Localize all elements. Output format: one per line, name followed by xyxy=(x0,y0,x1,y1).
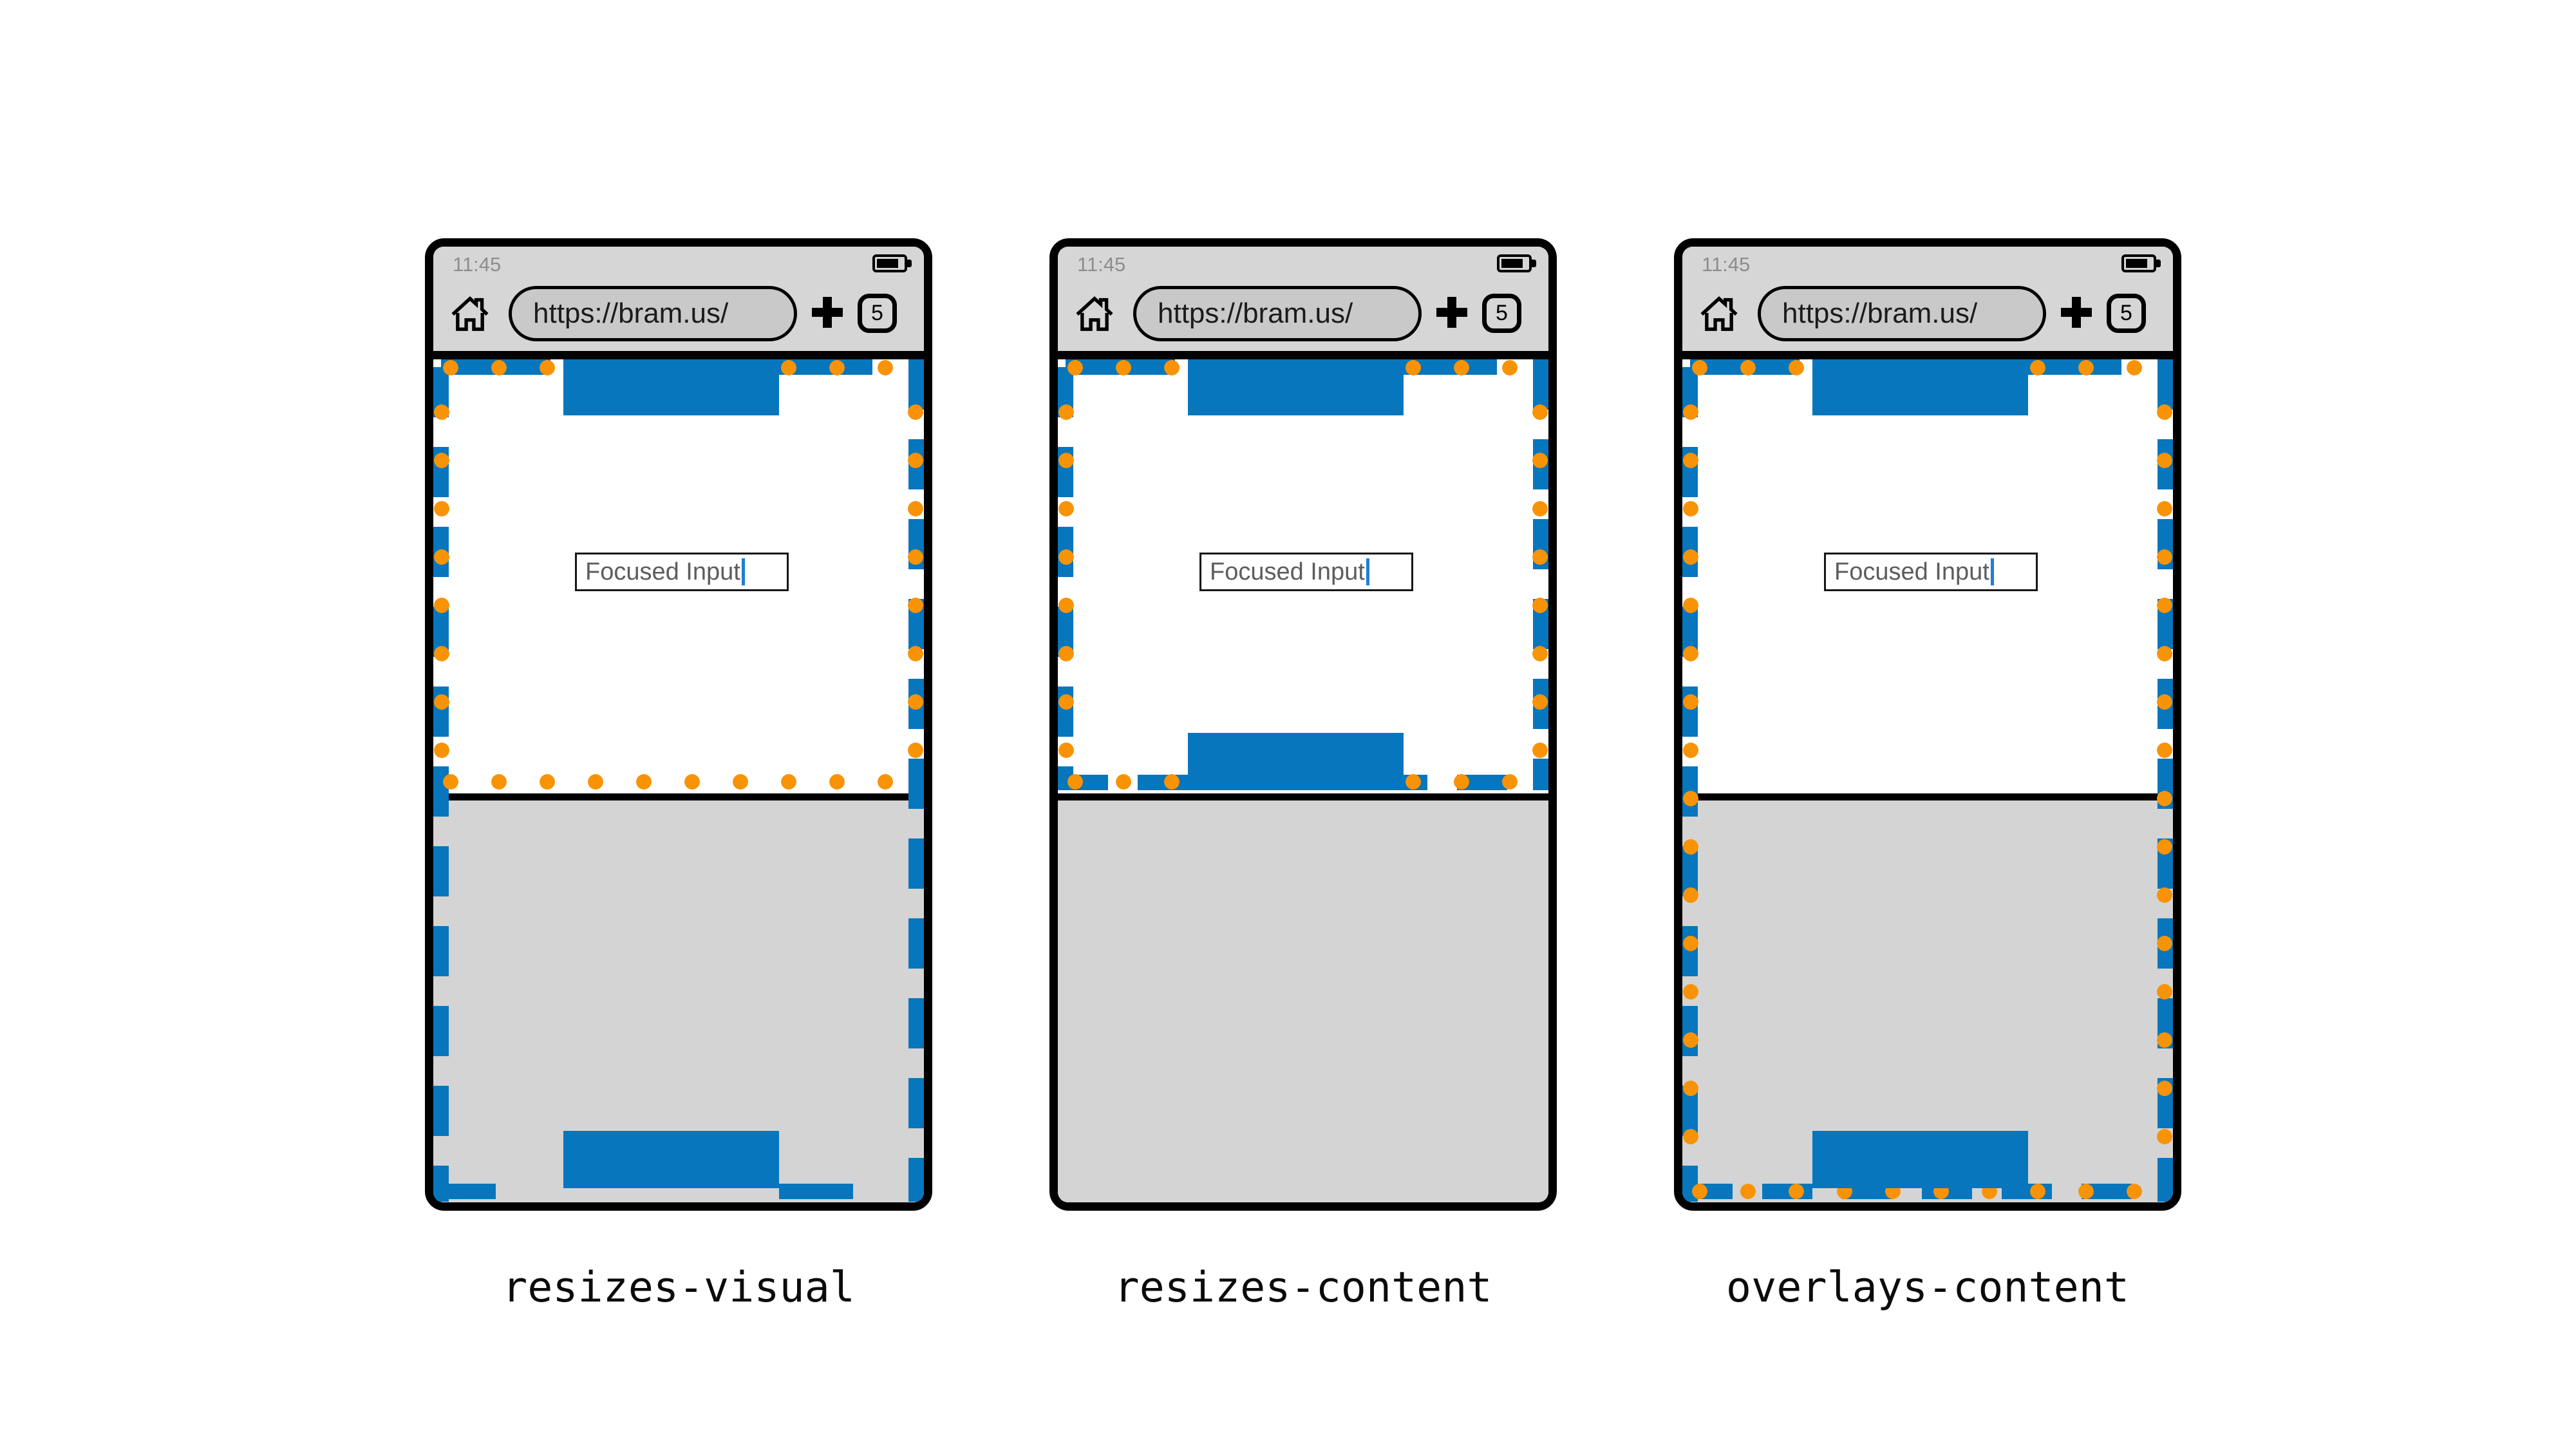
chrome-separator xyxy=(1682,351,2173,359)
battery-icon xyxy=(1497,254,1536,272)
status-time: 11:45 xyxy=(1702,253,1751,276)
page-header-block xyxy=(563,359,779,415)
browser-chrome: 11:45 https://bram.us/ 5 xyxy=(1682,247,2173,359)
focused-input[interactable]: Focused Input xyxy=(1199,553,1413,591)
page-footer-block xyxy=(563,1131,779,1188)
url-text: https://bram.us/ xyxy=(1782,298,1978,329)
browser-chrome: 11:45 https://bram.us/ 5 xyxy=(1058,247,1548,359)
mode-label-resizes-visual: resizes-visual xyxy=(502,1264,855,1312)
page-viewport: Focused Input xyxy=(433,359,924,1202)
phone-mockup-resizes-content: 11:45 https://bram.us/ 5 xyxy=(1049,238,1557,1211)
home-icon[interactable] xyxy=(1072,294,1117,334)
url-text: https://bram.us/ xyxy=(533,298,729,329)
tab-count: 5 xyxy=(871,301,883,325)
visual-viewport-dots-left xyxy=(1058,404,1075,790)
text-caret xyxy=(1990,558,1994,585)
browser-chrome: 11:45 https://bram.us/ 5 xyxy=(433,247,924,359)
url-bar[interactable]: https://bram.us/ xyxy=(509,286,797,341)
visual-viewport-dots-right xyxy=(1532,404,1548,790)
chrome-separator xyxy=(1058,351,1548,359)
input-value: Focused Input xyxy=(585,558,740,585)
plus-icon[interactable] xyxy=(812,297,843,328)
visual-viewport-dots-bottom xyxy=(442,773,924,790)
url-bar[interactable]: https://bram.us/ xyxy=(1133,286,1422,341)
page-header-block xyxy=(1188,359,1404,415)
url-bar[interactable]: https://bram.us/ xyxy=(1758,286,2046,341)
status-time: 11:45 xyxy=(1077,253,1126,276)
visual-viewport-dots-right xyxy=(907,404,924,790)
mode-label-resizes-content: resizes-content xyxy=(1114,1264,1492,1312)
battery-icon xyxy=(872,254,912,272)
text-caret xyxy=(741,558,745,585)
visual-viewport-dots-right xyxy=(2156,404,2173,1164)
focused-input[interactable]: Focused Input xyxy=(575,553,789,591)
focused-input[interactable]: Focused Input xyxy=(1824,553,2038,591)
layout-viewport-border-bottom xyxy=(779,1184,853,1199)
tab-count: 5 xyxy=(2120,301,2132,325)
tab-count-button[interactable]: 5 xyxy=(1482,294,1521,333)
input-value: Focused Input xyxy=(1834,558,1989,585)
visual-viewport-dots-left xyxy=(433,404,450,790)
battery-icon xyxy=(2121,254,2161,272)
visual-viewport-dots-left xyxy=(1682,404,1699,1164)
phone-mockup-overlays-content: 11:45 https://bram.us/ 5 xyxy=(1674,238,2181,1211)
page-footer-block xyxy=(1188,733,1404,790)
home-icon[interactable] xyxy=(447,294,493,334)
plus-icon[interactable] xyxy=(1436,297,1467,328)
tab-count-button[interactable]: 5 xyxy=(858,294,897,333)
status-time: 11:45 xyxy=(453,253,502,276)
home-icon[interactable] xyxy=(1697,294,1742,334)
url-text: https://bram.us/ xyxy=(1158,298,1353,329)
mode-label-overlays-content: overlays-content xyxy=(1725,1264,2130,1312)
layout-viewport-border-bottom xyxy=(433,1184,496,1199)
text-caret xyxy=(1366,558,1369,585)
page-header-block xyxy=(1812,359,2028,415)
page-viewport: Focused Input xyxy=(1058,359,1548,1202)
input-value: Focused Input xyxy=(1210,558,1365,585)
virtual-keyboard xyxy=(1058,793,1548,1202)
page-viewport: Focused Input xyxy=(1682,359,2173,1202)
phone-mockup-resizes-visual: 11:45 https://bram.us/ 5 xyxy=(425,238,932,1211)
chrome-separator xyxy=(433,351,924,359)
tab-count-button[interactable]: 5 xyxy=(2107,294,2146,333)
page-footer-block xyxy=(1812,1131,2028,1188)
tab-count: 5 xyxy=(1496,301,1508,325)
plus-icon[interactable] xyxy=(2061,297,2092,328)
